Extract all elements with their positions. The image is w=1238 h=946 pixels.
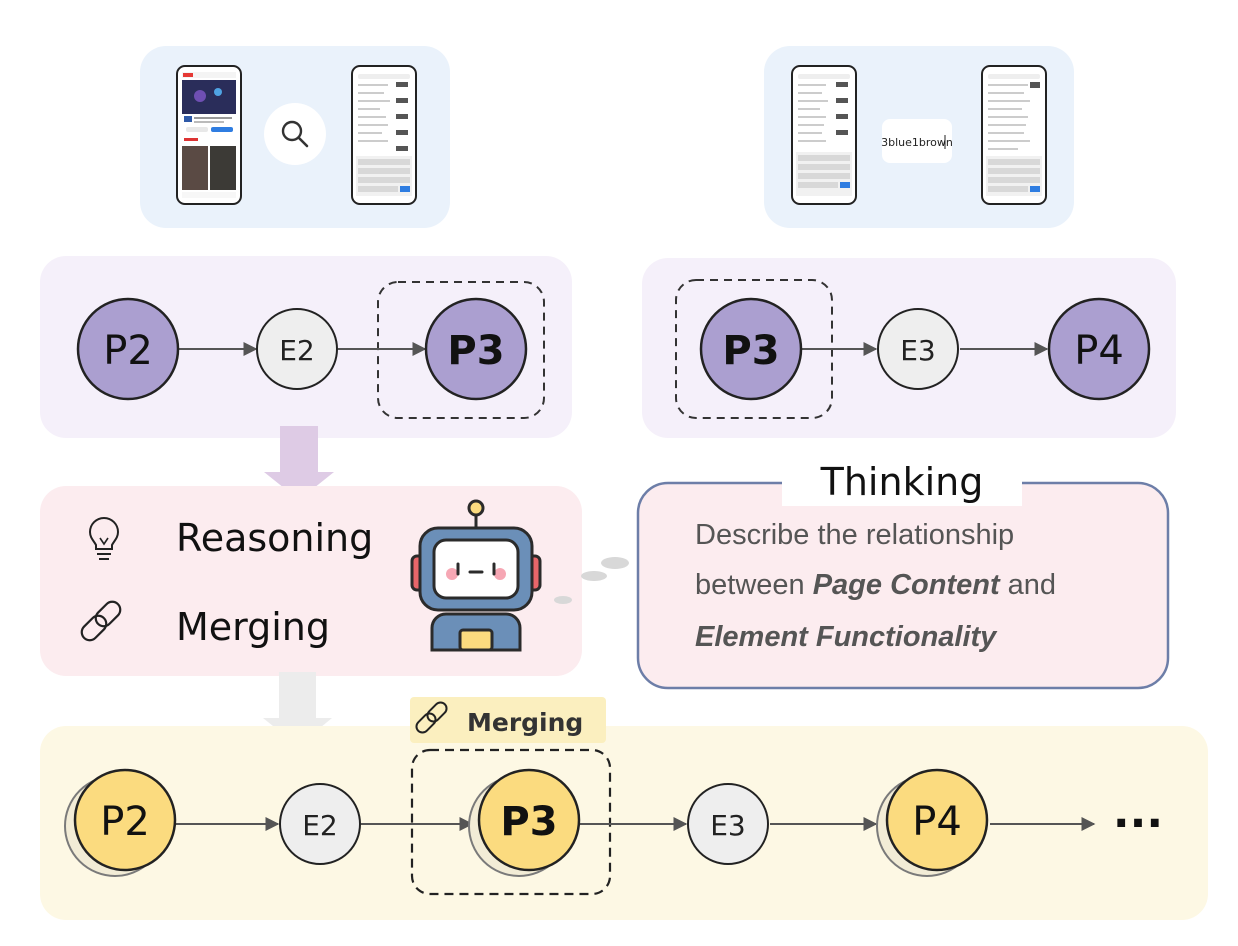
phone-screenshot-typing — [791, 65, 857, 205]
down-arrow-1 — [264, 426, 334, 500]
node-p3-right: P3 — [699, 297, 803, 401]
node-label: E2 — [302, 809, 338, 842]
node-label: P2 — [100, 799, 150, 845]
thinking-bold-element-functionality: Element Functionality — [695, 621, 998, 653]
search-icon — [264, 103, 326, 165]
node-e2: E2 — [256, 308, 338, 390]
thinking-bold-page-content: Page Content — [813, 569, 1001, 601]
node-label: P3 — [722, 328, 779, 374]
node-label: E2 — [279, 334, 315, 367]
node-e3: E3 — [877, 308, 959, 390]
focus-box-merged-p3 — [410, 748, 612, 896]
ellipsis: ··· — [1113, 798, 1163, 849]
lightbulb-icon — [88, 516, 120, 560]
phone-screenshot-search — [351, 65, 417, 205]
thinking-line-2-prefix: between — [695, 569, 813, 601]
focus-box-left-p3 — [377, 281, 545, 419]
thinking-line-2: between Page Content and — [695, 569, 1056, 601]
node-label: P3 — [500, 799, 557, 845]
merging-tag — [410, 697, 606, 743]
merged-node-e3: E3 — [687, 783, 769, 865]
node-label: P4 — [912, 799, 962, 845]
node-p3: P3 — [424, 297, 528, 401]
node-p4: P4 — [1047, 297, 1151, 401]
node-label: P3 — [447, 328, 504, 374]
phone-screenshot-results — [981, 65, 1047, 205]
merged-node-e2: E2 — [279, 783, 361, 865]
node-label: P2 — [103, 328, 153, 374]
node-p2: P2 — [76, 297, 180, 401]
thought-bubbles — [554, 557, 629, 604]
thinking-line-2-suffix: and — [1000, 569, 1056, 601]
search-text: 3blue1brown — [881, 136, 953, 149]
phone-screenshot-home — [176, 65, 242, 205]
thinking-line-1: Describe the relationship — [695, 519, 1014, 551]
search-text-bubble: 3blue1brown — [881, 119, 953, 163]
link-icon — [80, 600, 122, 642]
process-item-reasoning: Reasoning — [176, 516, 373, 560]
node-label: E3 — [900, 334, 936, 367]
merged-node-p4: P4 — [876, 768, 989, 877]
merged-node-p2: P2 — [64, 768, 177, 877]
merging-tag-label: Merging — [467, 708, 583, 737]
node-label: E3 — [710, 809, 746, 842]
thinking-title: Thinking — [820, 460, 984, 504]
merged-node-p3: P3 — [468, 768, 581, 877]
robot-icon — [410, 499, 542, 652]
node-label: P4 — [1074, 328, 1124, 374]
process-item-merging: Merging — [176, 605, 330, 649]
thinking-title-bg — [782, 462, 1022, 506]
link-icon — [415, 701, 448, 734]
